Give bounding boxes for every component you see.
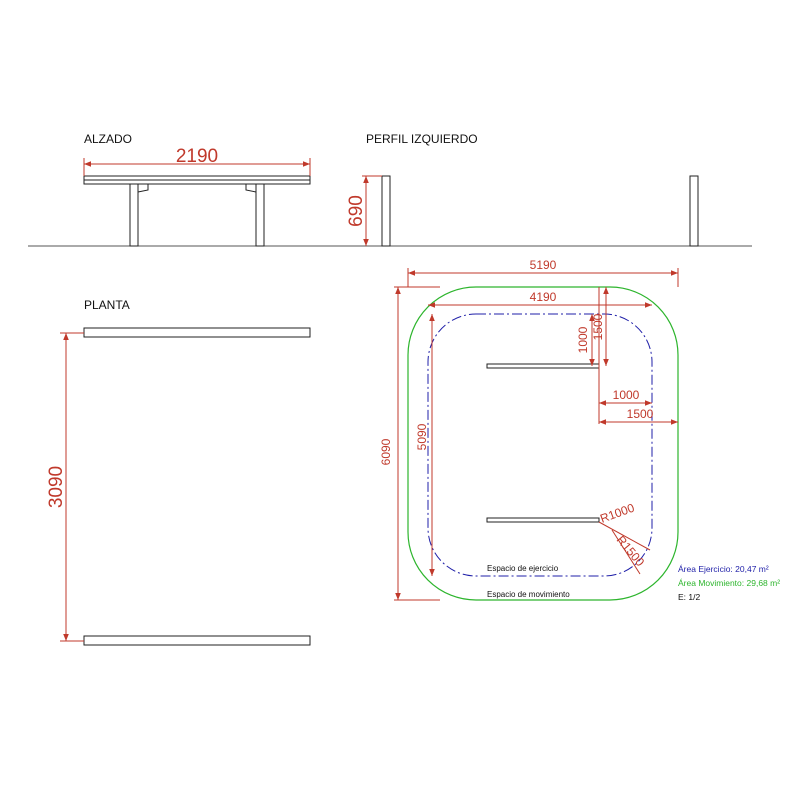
radius-1000-label: R1000	[598, 500, 636, 525]
overall-width-label: 5190	[530, 258, 557, 272]
exercise-width-label: 4190	[530, 290, 557, 304]
planta-title: PLANTA	[84, 298, 130, 312]
radius-leaders	[598, 521, 651, 575]
alzado-title: ALZADO	[84, 132, 132, 146]
alzado-width-dimension	[83, 158, 311, 176]
clearance-1500-horizontal-label: 1500	[627, 407, 654, 421]
alzado-width-label: 2190	[176, 146, 218, 167]
zone-bench-bottom	[486, 517, 600, 523]
exercise-space-label: Espacio de ejercicio	[487, 564, 559, 573]
planta-depth-label: 3090	[46, 466, 67, 508]
movement-space-label: Espacio de movimiento	[487, 590, 570, 599]
legend-scale: E: 1/2	[678, 592, 700, 602]
movement-zone-outline	[407, 286, 679, 601]
alzado-bench	[83, 175, 311, 247]
clearance-1000-vertical-label: 1000	[576, 326, 590, 353]
perfil-title: PERFIL IZQUIERDO	[366, 132, 478, 146]
perfil-height-dimension	[362, 175, 382, 246]
overall-height-dimension	[394, 286, 440, 601]
overall-width-dimension	[407, 268, 679, 287]
zone-bench-top	[486, 363, 600, 369]
planta-depth-dimension	[60, 332, 84, 642]
perfil-post-right	[689, 175, 699, 247]
planta-bench-bottom	[83, 635, 311, 646]
perfil-post-left	[381, 175, 391, 247]
radius-1500-label: R1500	[614, 533, 648, 569]
legend-movement-area: Área Movimiento: 29,68 m²	[678, 578, 780, 588]
overall-height-label: 6090	[379, 438, 393, 465]
exercise-zone-outline	[427, 313, 653, 577]
clearance-1500-vertical-label: 1500	[591, 313, 605, 340]
clearance-1000-horizontal-label: 1000	[613, 388, 640, 402]
legend-exercise-area: Área Ejercicio: 20,47 m²	[678, 564, 769, 574]
exercise-height-label: 5090	[415, 423, 429, 450]
clearance-horizontal-dimensions	[598, 366, 678, 425]
clearance-vertical-dimensions	[589, 287, 609, 366]
perfil-height-label: 690	[346, 195, 367, 227]
planta-bench-top	[83, 327, 311, 338]
